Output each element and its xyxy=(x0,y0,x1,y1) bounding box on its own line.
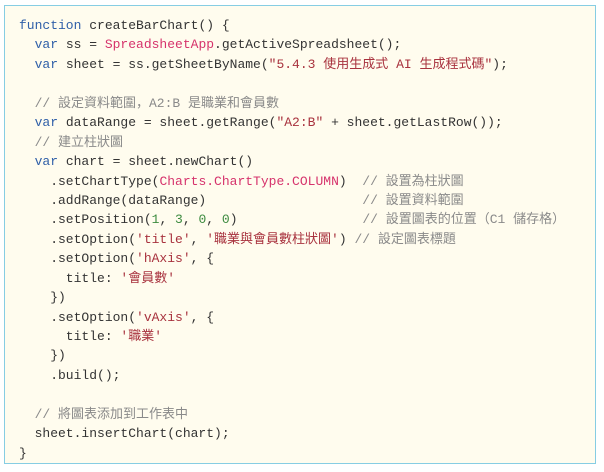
code-line: // 建立柱狀圖 xyxy=(19,133,595,152)
code-token: , xyxy=(159,212,176,228)
code-token: ) xyxy=(338,173,363,189)
code-token xyxy=(19,57,35,72)
code-token: }) xyxy=(19,290,66,306)
code-line: }) xyxy=(19,288,595,307)
code-token: title: xyxy=(19,329,121,344)
class-token: SpreadsheetApp xyxy=(104,37,215,53)
string-token: '職業' xyxy=(120,329,163,344)
code-line: .setPosition(1, 3, 0, 0) // 設置圖表的位置（C1 儲… xyxy=(19,210,595,229)
code-line: title: '會員數' xyxy=(19,269,595,288)
code-line: } xyxy=(19,444,595,463)
code-token: }) xyxy=(19,348,66,364)
comment-token: // 建立柱狀圖 xyxy=(19,134,124,150)
code-token: createBarChart() { xyxy=(81,18,230,33)
code-token: dataRange = sheet.getRange( xyxy=(58,115,277,131)
code-token: , xyxy=(182,212,199,228)
code-token: .setOption( xyxy=(19,231,137,247)
code-token: , { xyxy=(190,309,215,325)
code-token: .setOption( xyxy=(19,251,137,267)
code-line: var sheet = ss.getSheetByName("5.4.3 使用生… xyxy=(19,55,595,74)
string-token: 'title' xyxy=(136,231,191,247)
number-token: 0 xyxy=(221,212,230,228)
code-token: .getActiveSpreadsheet(); xyxy=(214,37,402,53)
code-line: title: '職業' xyxy=(19,327,595,346)
code-token: sheet = ss.getSheetByName( xyxy=(58,56,269,72)
code-token: title: xyxy=(19,270,121,286)
string-token: '會員數' xyxy=(120,270,176,286)
number-token: 0 xyxy=(198,212,207,228)
comment-token: // 將圖表添加到工作表中 xyxy=(19,406,189,422)
code-token: ) xyxy=(229,212,363,228)
code-token: ); xyxy=(492,56,508,72)
code-line: .setChartType(Charts.ChartType.COLUMN) /… xyxy=(19,172,595,191)
comment-token: // 設置資料範圍 xyxy=(362,192,464,208)
code-token: , xyxy=(206,212,222,228)
code-line: sheet.insertChart(chart); xyxy=(19,424,595,443)
string-token: "A2:B" xyxy=(276,115,324,131)
code-token: chart = sheet.newChart() xyxy=(58,154,254,170)
code-line: }) xyxy=(19,346,595,365)
keyword-token: var xyxy=(34,154,59,170)
keyword-token: var xyxy=(34,56,59,72)
number-token: 3 xyxy=(175,212,183,228)
code-line: // 設定資料範圍，A2:B 是職業和會員數 xyxy=(19,94,595,113)
code-token xyxy=(19,154,35,169)
code-line: .addRange(dataRange) // 設置資料範圍 xyxy=(19,191,595,210)
comment-token: // 設置圖表的位置（C1 儲存格） xyxy=(362,212,566,228)
code-token: } xyxy=(19,445,27,461)
keyword-token: function xyxy=(19,18,82,33)
string-token: '職業與會員數柱狀圖' xyxy=(206,231,339,247)
code-line: var chart = sheet.newChart() xyxy=(19,152,595,171)
code-token: ss = xyxy=(58,37,105,53)
code-line: .build(); xyxy=(19,366,595,385)
code-token: .setPosition( xyxy=(19,212,152,228)
keyword-token: var xyxy=(34,37,59,53)
comment-token: // 設定圖表標題 xyxy=(354,231,456,247)
comment-token: // 設定資料範圍，A2:B 是職業和會員數 xyxy=(19,95,280,111)
comment-token: // 設置為柱狀圖 xyxy=(362,173,464,189)
code-line xyxy=(19,74,595,93)
code-line: .setOption('hAxis', { xyxy=(19,249,595,268)
code-line: .setOption('vAxis', { xyxy=(19,308,595,327)
code-token xyxy=(19,37,35,52)
code-token: .build(); xyxy=(19,367,121,383)
code-token: , { xyxy=(190,251,215,267)
keyword-token: var xyxy=(34,115,59,131)
string-token: "5.4.3 使用生成式 AI 生成程式碼" xyxy=(268,56,493,72)
class-token: Charts.ChartType.COLUMN xyxy=(159,173,339,189)
string-token: 'vAxis' xyxy=(136,309,191,325)
code-token: sheet.insertChart(chart); xyxy=(19,426,230,442)
code-token: ) xyxy=(338,231,355,247)
code-token: .setOption( xyxy=(19,309,137,325)
code-line xyxy=(19,385,595,404)
code-line: // 將圖表添加到工作表中 xyxy=(19,405,595,424)
string-token: 'hAxis' xyxy=(136,251,191,267)
code-line: var ss = SpreadsheetApp.getActiveSpreads… xyxy=(19,35,595,54)
code-line: .setOption('title', '職業與會員數柱狀圖') // 設定圖表… xyxy=(19,230,595,249)
code-token: , xyxy=(190,231,207,247)
code-token: .setChartType( xyxy=(19,173,160,189)
code-line: var dataRange = sheet.getRange("A2:B" + … xyxy=(19,113,595,132)
code-text: function createBarChart() { var ss = Spr… xyxy=(19,16,595,463)
code-token: .addRange(dataRange) xyxy=(19,192,363,208)
code-token: + sheet.getLastRow()); xyxy=(323,115,503,131)
code-token xyxy=(19,115,35,130)
code-block: function createBarChart() { var ss = Spr… xyxy=(4,5,596,464)
number-token: 1 xyxy=(151,212,160,228)
code-line: function createBarChart() { xyxy=(19,16,595,35)
